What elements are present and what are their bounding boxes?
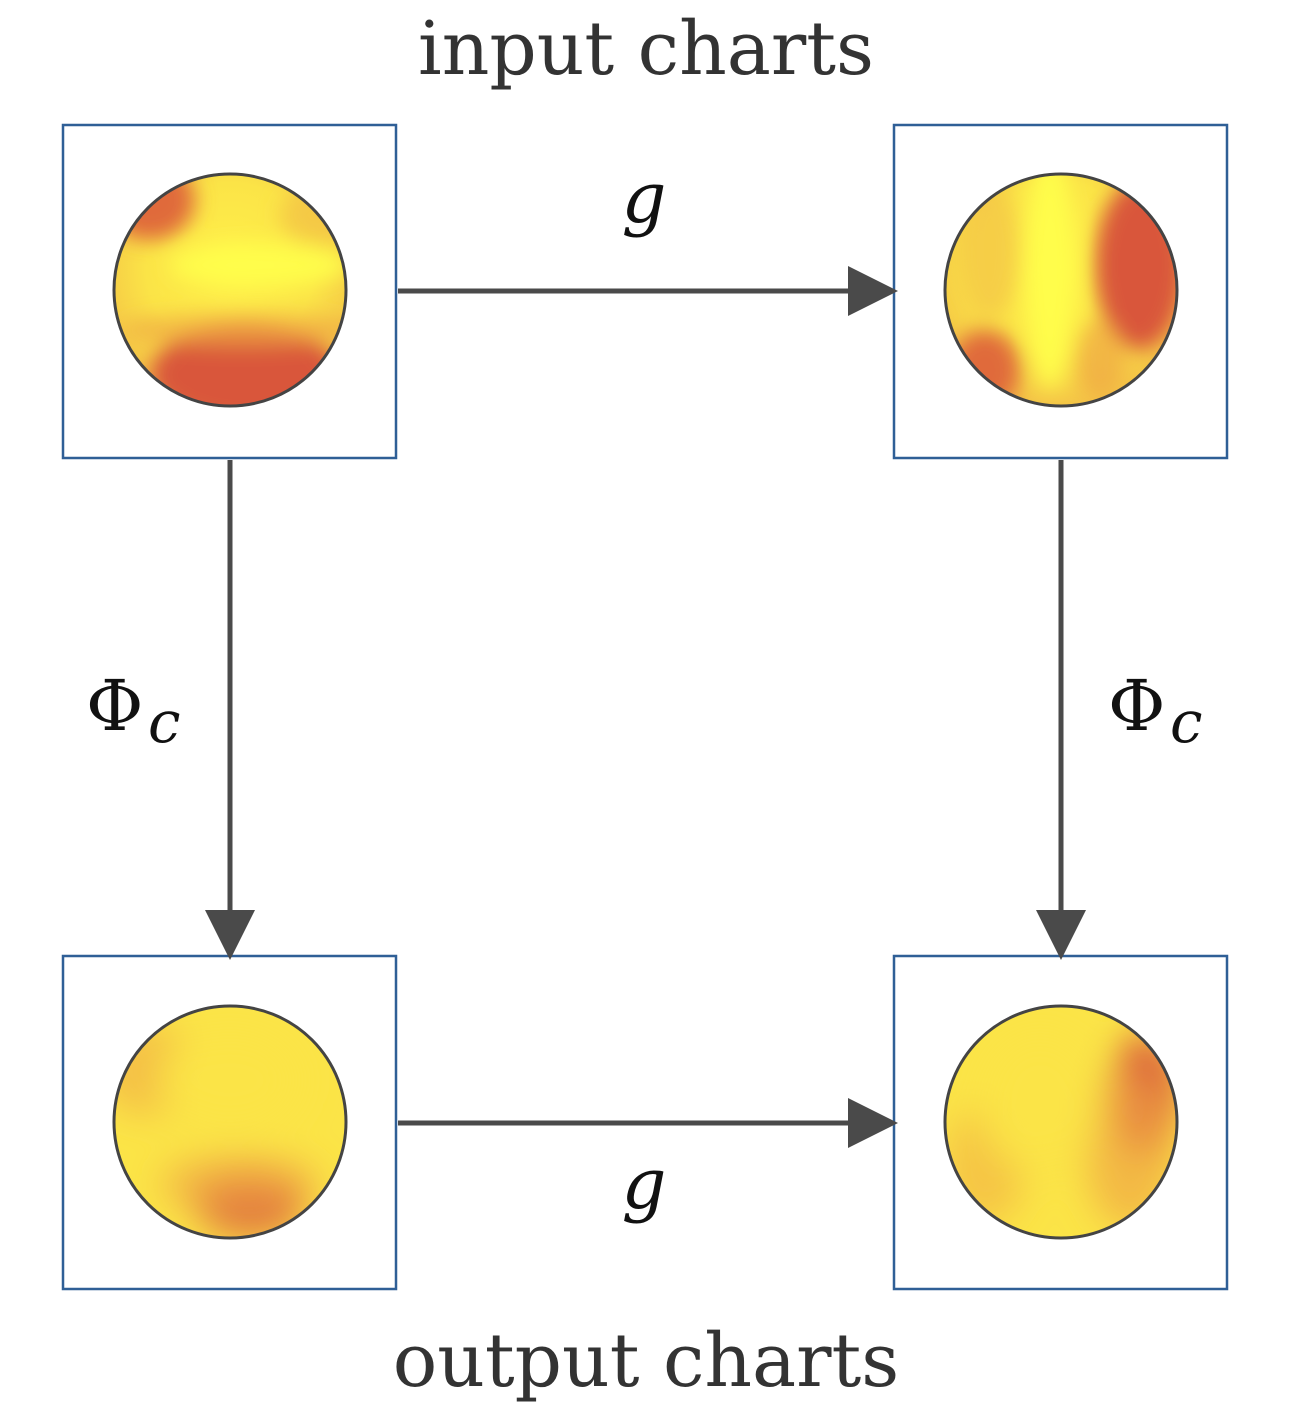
sphere-chart <box>945 1006 1177 1238</box>
label-right-phi-main: Φ <box>1108 665 1165 747</box>
label-right-phi: Φ c <box>1108 665 1202 756</box>
label-bottom-g: g <box>622 1143 667 1225</box>
sphere-chart <box>945 174 1177 406</box>
label-left-phi-sub: c <box>148 688 180 756</box>
sphere-outline <box>112 1004 348 1240</box>
label-top-g: g <box>622 157 667 239</box>
input-charts-title: input charts <box>418 6 874 92</box>
panel-output-left <box>61 954 398 1291</box>
label-right-phi-sub: c <box>1170 688 1202 756</box>
sphere-chart <box>114 1006 346 1238</box>
sphere-outline <box>943 172 1179 408</box>
output-charts-footer: output charts <box>393 1318 900 1404</box>
panel-output-right <box>892 954 1229 1291</box>
panel-input-left <box>61 123 398 460</box>
label-left-phi-main: Φ <box>86 665 143 747</box>
sphere-outline <box>112 172 348 408</box>
panel-input-right <box>892 123 1229 460</box>
sphere-outline <box>943 1004 1179 1240</box>
label-left-phi: Φ c <box>86 665 180 756</box>
